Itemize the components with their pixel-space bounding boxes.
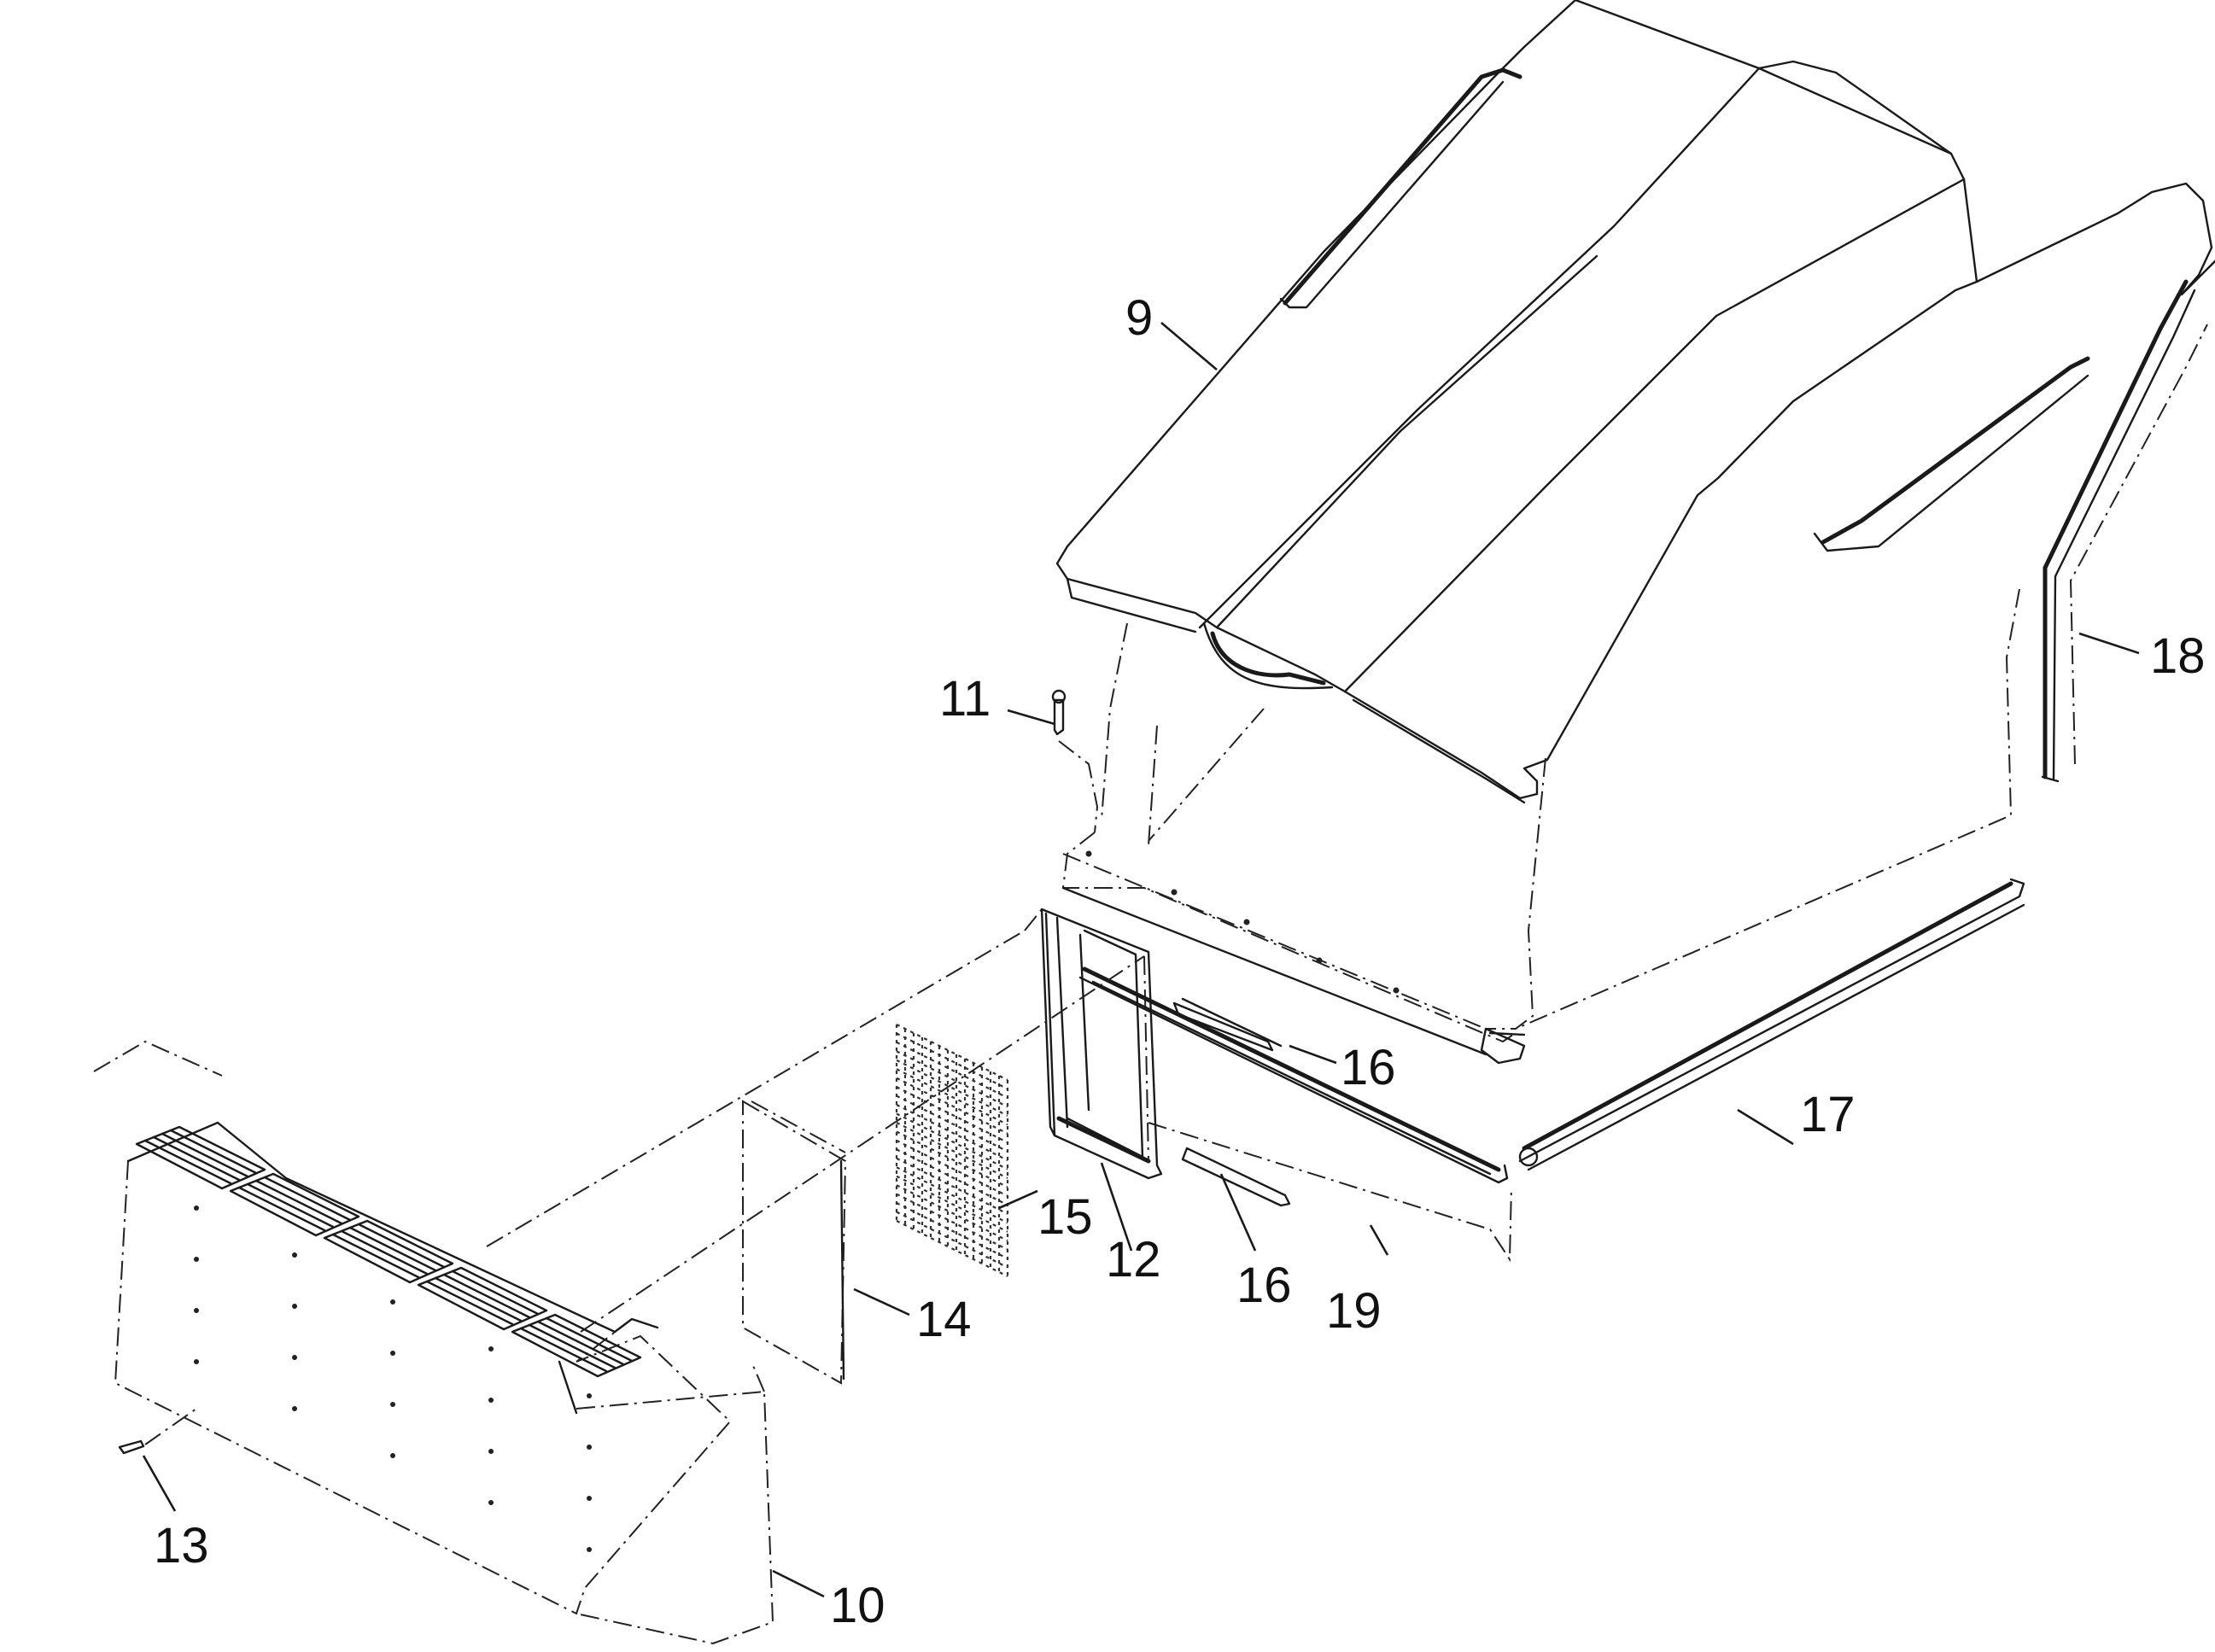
- grille-bolt-dot: [488, 1449, 494, 1454]
- grille-bolt-dot: [587, 1445, 592, 1450]
- radiator-frame: [1061, 832, 1526, 1065]
- grille-vent-louver: [254, 1179, 343, 1225]
- hood-part-9: [1055, 0, 2215, 1030]
- grille-vent-louver: [152, 1135, 241, 1182]
- mesh-row-line: [896, 1112, 1008, 1170]
- callout-19: 19: [1326, 1283, 1382, 1339]
- grille-vent-louver: [442, 1273, 531, 1319]
- mesh-row-line: [896, 1095, 1008, 1153]
- grille-bolt-dot: [292, 1406, 297, 1411]
- grille-vent-slot: [229, 1172, 360, 1237]
- bolt-part-11: [1051, 689, 1099, 833]
- callout-labels: 9 10 11 12 13 14 15 16 16 17 18 19: [154, 290, 2206, 1633]
- grille-bolt-dot: [587, 1393, 592, 1398]
- grille-vent-slot: [511, 1313, 642, 1378]
- grille-vent-slot: [323, 1219, 454, 1284]
- grille-bolt-dot: [292, 1355, 297, 1360]
- grille-bolt-dot: [194, 1308, 199, 1313]
- grille-vent-louver: [237, 1186, 326, 1232]
- grille-vent-louver: [246, 1182, 335, 1229]
- grille-vent-louver: [169, 1129, 258, 1175]
- grille-vent-louver: [331, 1233, 420, 1279]
- guard-frame-part-12: [1040, 908, 1163, 1180]
- grille-bolt-dot: [488, 1346, 494, 1351]
- callout-18: 18: [2150, 628, 2206, 684]
- callout-17: 17: [1800, 1087, 1856, 1142]
- mesh-row-line: [896, 1184, 1008, 1242]
- grille-vent-slot: [417, 1266, 548, 1331]
- mesh-row-line: [896, 1130, 1008, 1188]
- mesh-row-line: [896, 1193, 1008, 1251]
- callout-14: 14: [916, 1292, 972, 1347]
- grille-vents: [135, 1125, 642, 1378]
- grille-vent-louver: [434, 1276, 523, 1322]
- mesh-row-line: [896, 1211, 1008, 1269]
- mesh-row-line: [896, 1068, 1008, 1126]
- callout-13: 13: [154, 1518, 209, 1573]
- grille-bolt-dot: [194, 1359, 199, 1364]
- grille-vent-louver: [425, 1280, 514, 1326]
- callout-12: 12: [1106, 1232, 1161, 1287]
- grille-bolt-dot: [390, 1453, 395, 1458]
- mesh-row-line: [896, 1086, 1008, 1144]
- grille-bolt-dot: [292, 1252, 297, 1258]
- mesh-row-line: [896, 1139, 1008, 1197]
- callout-10: 10: [830, 1578, 885, 1633]
- strip-part-17: [1518, 878, 2025, 1171]
- grille-vent-louver: [528, 1323, 617, 1369]
- mesh-row-line: [896, 1077, 1008, 1135]
- grille-vent-louver: [263, 1176, 352, 1222]
- grille-bolt-dot: [390, 1299, 395, 1305]
- grille-bolt-dot: [194, 1205, 199, 1211]
- grille-vent-louver: [451, 1270, 540, 1316]
- mesh-row-line: [896, 1148, 1008, 1206]
- mesh-row-line: [896, 1032, 1008, 1090]
- callout-15: 15: [1037, 1189, 1093, 1245]
- mesh-row-line: [896, 1041, 1008, 1099]
- grille-box-part-10: [93, 908, 1145, 1645]
- grille-bolt-dot: [488, 1500, 494, 1505]
- seal-part-18: [2041, 279, 2208, 783]
- mesh-row-line: [896, 1122, 1008, 1179]
- callout-16-upper: 16: [1341, 1040, 1396, 1095]
- callout-9: 9: [1125, 290, 1153, 346]
- callout-16-lower: 16: [1236, 1258, 1292, 1313]
- grille-vent-louver: [143, 1139, 232, 1185]
- grille-vent-louver: [536, 1320, 625, 1366]
- grille-bolt-dot: [488, 1398, 494, 1403]
- leader-lines: [142, 322, 2140, 1598]
- grille-vent-louver: [545, 1316, 634, 1363]
- panel-part-14: [742, 1100, 847, 1385]
- seal-bar-part-19: [1078, 966, 1512, 1263]
- grille-bolt-dot: [390, 1351, 395, 1356]
- mesh-row-line: [896, 1024, 1008, 1081]
- callout-11: 11: [939, 671, 991, 727]
- grille-vent-louver: [340, 1229, 429, 1275]
- mesh-row-line: [896, 1157, 1008, 1215]
- mesh-screen-part-15: [895, 1024, 1009, 1277]
- grille-bolt-dot: [292, 1304, 297, 1309]
- mesh-row-line: [896, 1059, 1008, 1117]
- grille-bolt-dot: [587, 1496, 592, 1501]
- grille-vent-louver: [161, 1132, 249, 1178]
- mesh-row-line: [896, 1220, 1008, 1277]
- grille-vent-louver: [348, 1226, 437, 1272]
- mesh-row-line: [896, 1050, 1008, 1108]
- mesh-row-line: [896, 1104, 1008, 1162]
- grille-bolt-dot: [390, 1402, 395, 1407]
- grille-bolt-dots: [194, 1205, 592, 1552]
- grille-vent-slot: [135, 1125, 266, 1190]
- grille-vent-louver: [357, 1223, 446, 1269]
- strip-part-16-upper: [1172, 997, 1283, 1052]
- mesh-row-line: [896, 1166, 1008, 1224]
- grille-bolt-dot: [194, 1257, 199, 1262]
- mesh-row-line: [896, 1175, 1008, 1233]
- mesh-row-line: [896, 1202, 1008, 1260]
- strip-part-16-lower: [1181, 1147, 1291, 1207]
- grille-vent-louver: [519, 1327, 608, 1373]
- screw-part-13: [118, 1408, 197, 1455]
- grille-bolt-dot: [587, 1547, 592, 1552]
